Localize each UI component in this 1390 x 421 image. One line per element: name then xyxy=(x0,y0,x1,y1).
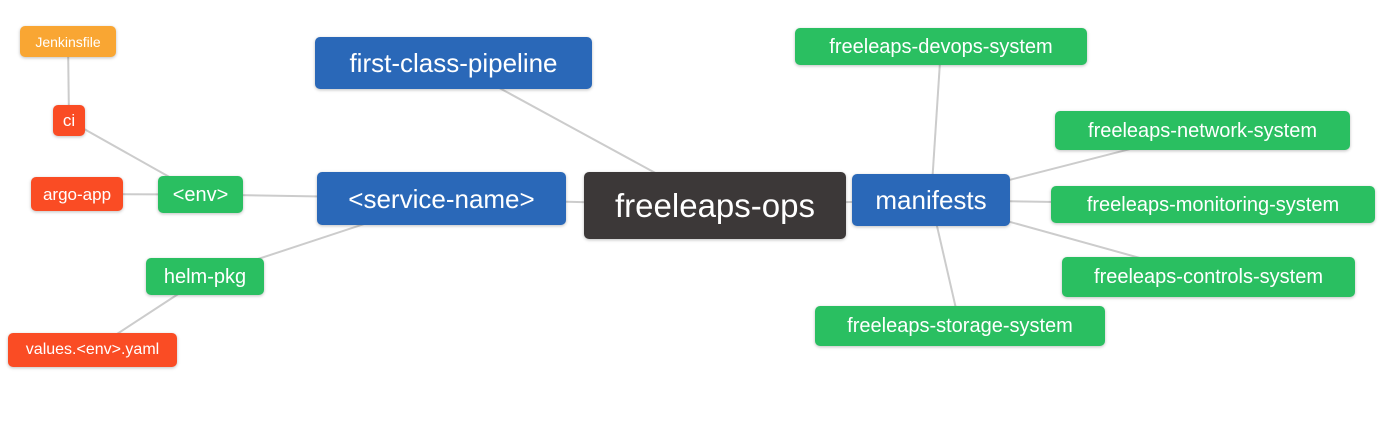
node-controls-system[interactable]: freeleaps-controls-system xyxy=(1062,257,1355,297)
node-first-class-pipeline[interactable]: first-class-pipeline xyxy=(315,37,592,89)
node-helm-pkg[interactable]: helm-pkg xyxy=(146,258,264,295)
node-values-yaml[interactable]: values.<env>.yaml xyxy=(8,333,177,367)
node-manifests[interactable]: manifests xyxy=(852,174,1010,226)
node-env[interactable]: <env> xyxy=(158,176,243,213)
node-devops-system[interactable]: freeleaps-devops-system xyxy=(795,28,1087,65)
node-ci[interactable]: ci xyxy=(53,105,85,136)
node-storage-system[interactable]: freeleaps-storage-system xyxy=(815,306,1105,346)
node-monitoring-system[interactable]: freeleaps-monitoring-system xyxy=(1051,186,1375,223)
node-freeleaps-ops[interactable]: freeleaps-ops xyxy=(584,172,846,239)
node-network-system[interactable]: freeleaps-network-system xyxy=(1055,111,1350,150)
node-jenkinsfile[interactable]: Jenkinsfile xyxy=(20,26,116,57)
node-argo-app[interactable]: argo-app xyxy=(31,177,123,211)
node-service-name[interactable]: <service-name> xyxy=(317,172,566,225)
